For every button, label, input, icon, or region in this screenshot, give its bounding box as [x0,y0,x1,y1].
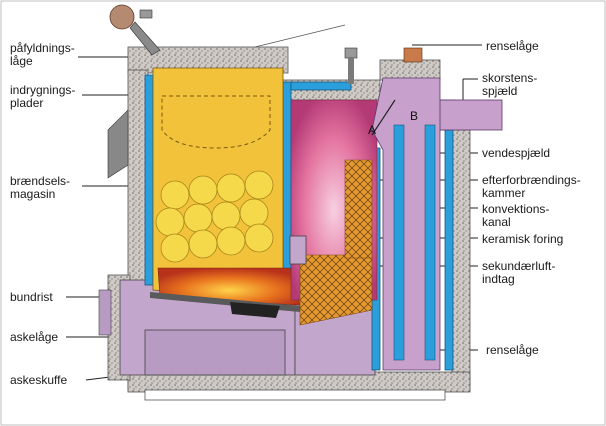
ash-section [119,279,376,376]
label-ash-drawer: askeskuffe [10,373,68,387]
marker-a: A [368,123,376,137]
label-clean-door-top: renselåge [486,39,539,53]
base-plate [144,389,446,401]
label-ceramic-lining: keramisk foring [482,232,564,246]
marker-b: B [410,109,418,123]
firebed [150,267,302,318]
fill-door-mechanism [109,4,358,84]
ash-door [98,289,112,336]
vent-cap [344,47,358,59]
label-ash-door: askelåge [10,330,59,344]
label-afterburn-chamber: efterforbrændings-kammer [482,173,581,200]
convection-channel [371,77,503,371]
label-clean-door-bottom: renselåge [486,343,539,357]
label-fuel-magazine: brændsels-magasin [10,174,71,201]
label-fill-door: påfyldnings-låge [10,41,75,68]
fuel-magazine [152,67,284,301]
label-secondary-air: sekundærluft-indtag [482,259,556,286]
label-bottom-grate: bundrist [10,290,53,304]
secondary-air-inlet [289,235,307,265]
label-reversing-damper: vendespjæld [482,146,551,160]
side-handle [107,109,129,179]
reversing-damper [371,99,396,136]
label-chimney-damper: skorstens-spjæld [482,71,538,98]
label-drying-plates: indrygnings-plader [10,83,76,110]
ash-drawer [144,329,286,376]
chimney-damper-housing [439,99,503,131]
afterburn-chamber [289,99,378,326]
label-convection-channel: konvektions-kanal [482,202,550,229]
clean-door-top [403,47,423,63]
